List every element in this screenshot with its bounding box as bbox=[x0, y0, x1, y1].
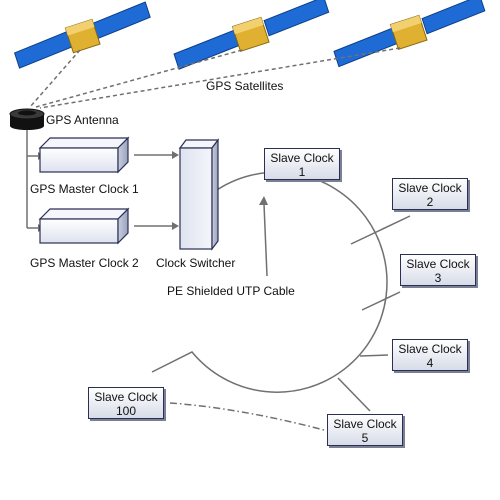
master-clock-2-label: GPS Master Clock 2 bbox=[30, 256, 139, 270]
slave-clock-number: 100 bbox=[115, 404, 137, 418]
slave-clock-number: 5 bbox=[361, 431, 369, 445]
satellite-3-icon bbox=[333, 0, 486, 68]
slave-clock-title: Slave Clock bbox=[270, 151, 334, 165]
spoke-line-5 bbox=[337, 377, 371, 412]
slave-clock-number: 2 bbox=[426, 195, 434, 209]
spoke-line-4 bbox=[359, 354, 389, 357]
slave-clock-title: Slave Clock bbox=[406, 257, 470, 271]
clock-switcher-box bbox=[178, 138, 220, 251]
clock-switcher-label: Clock Switcher bbox=[156, 256, 236, 270]
slave-clock-title: Slave Clock bbox=[333, 417, 397, 431]
gps-antenna-icon bbox=[9, 108, 45, 130]
slave-clock-1: Slave Clock 1 bbox=[264, 148, 340, 180]
slave-clock-4: Slave Clock 4 bbox=[392, 339, 468, 371]
signal-line-3 bbox=[39, 47, 401, 109]
slave-clock-3: Slave Clock 3 bbox=[400, 254, 476, 286]
master-clock-1-label: GPS Master Clock 1 bbox=[30, 182, 139, 196]
slave-clock-number: 1 bbox=[298, 165, 306, 179]
slave-clock-title: Slave Clock bbox=[398, 181, 462, 195]
gps-satellites-label: GPS Satellites bbox=[206, 79, 284, 93]
signal-line-1 bbox=[29, 49, 81, 108]
gps-antenna-label: GPS Antenna bbox=[46, 113, 119, 127]
slave-clock-number: 3 bbox=[434, 271, 442, 285]
slave-clock-title: Slave Clock bbox=[398, 342, 462, 356]
antenna-to-master-lines bbox=[26, 130, 38, 229]
signal-line-2 bbox=[35, 49, 243, 108]
satellite-2-icon bbox=[173, 0, 330, 70]
continuation-line bbox=[169, 402, 325, 431]
slave-clock-5: Slave Clock 5 bbox=[327, 414, 403, 446]
spoke-line-3 bbox=[361, 291, 401, 311]
cable-pointer-arrow bbox=[263, 203, 268, 277]
spoke-line-2 bbox=[350, 215, 411, 245]
slave-clock-title: Slave Clock bbox=[94, 390, 158, 404]
master-clock-2-box bbox=[38, 207, 130, 245]
slave-clock-2: Slave Clock 2 bbox=[392, 178, 468, 210]
slave-clock-number: 4 bbox=[426, 356, 434, 370]
cable-label: PE Shielded UTP Cable bbox=[167, 284, 295, 298]
slave-clock-100: Slave Clock 100 bbox=[88, 387, 164, 419]
master-clock-1-box bbox=[38, 136, 130, 174]
satellite-1-icon bbox=[13, 1, 151, 69]
